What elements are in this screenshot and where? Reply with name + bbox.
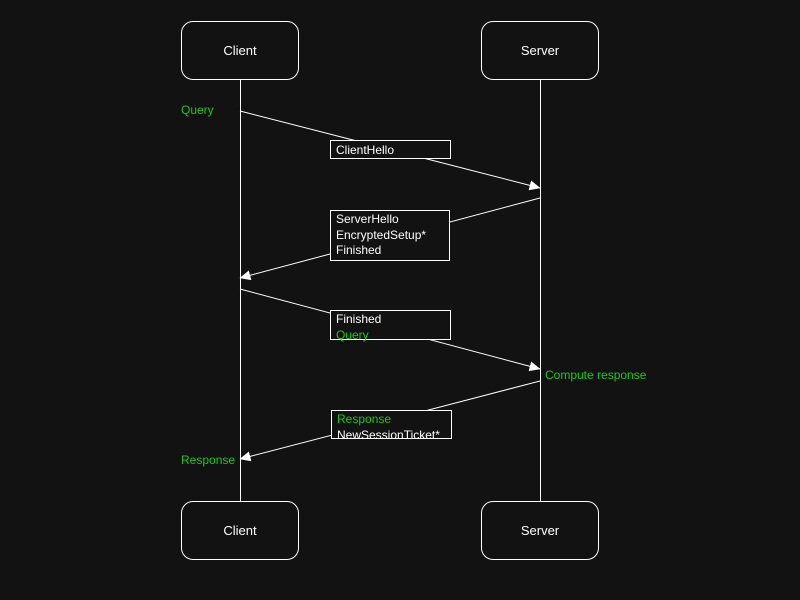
- actor-client-bottom: Client: [181, 501, 299, 560]
- message-label-clienthello: ClientHello: [330, 140, 451, 159]
- message-text: ServerHello: [336, 212, 399, 226]
- message-text: EncryptedSetup*: [336, 227, 427, 242]
- actor-label: Server: [520, 523, 560, 538]
- message-text: Finished: [336, 312, 382, 326]
- message-text: Finished: [336, 243, 382, 257]
- message-text: ClientHello: [336, 143, 395, 157]
- actor-label: Client: [223, 43, 257, 58]
- message-text: Query: [336, 327, 369, 342]
- actor-server-top: Server: [481, 21, 599, 80]
- actor-label: Server: [520, 43, 560, 58]
- message-label-response-ticket: Response NewSessionTicket*: [331, 410, 452, 442]
- annotation-query: Query: [181, 103, 214, 117]
- actor-label: Client: [223, 523, 257, 538]
- message-text: Response: [337, 412, 392, 426]
- message-text: NewSessionTicket*: [337, 427, 440, 442]
- annotation-compute-response: Compute response: [545, 368, 647, 382]
- message-label-serverhello: ServerHello EncryptedSetup* Finished: [330, 210, 450, 261]
- message-label-finished-query: Finished Query: [330, 310, 451, 342]
- actor-client-top: Client: [181, 21, 299, 80]
- actor-server-bottom: Server: [481, 501, 599, 560]
- annotation-response: Response: [181, 453, 236, 467]
